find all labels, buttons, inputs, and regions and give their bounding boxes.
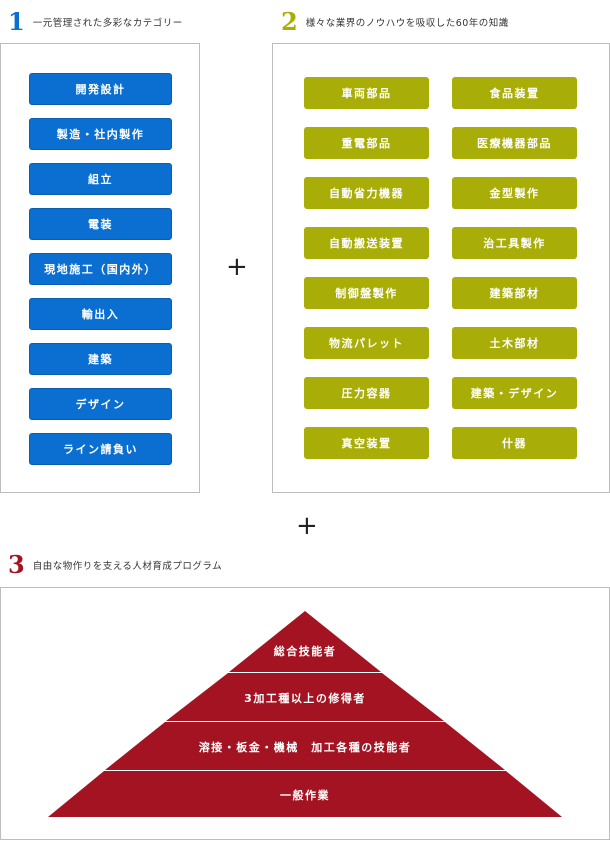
section-3-title: 自由な物作りを支える人材育成プログラム xyxy=(32,561,223,572)
section-2-panel: 車両部品 重電部品 自動省力機器 自動搬送装置 制御盤製作 物流パレット 圧力容… xyxy=(272,43,610,493)
section-1-header: 1 一元管理された多彩なカテゴリー xyxy=(8,10,183,34)
section-2-header: 2 様々な業界のノウハウを吸収した60年の知識 xyxy=(281,10,509,34)
category-button[interactable]: 電装 xyxy=(29,208,172,240)
plus-sign-2: + xyxy=(296,511,318,541)
industry-button[interactable]: 真空装置 xyxy=(304,427,429,459)
section-1-panel: 開発設計 製造・社内製作 組立 電装 現地施工（国内外） 輸出入 建築 デザイン… xyxy=(0,43,200,493)
pyramid-label-base: 一般作業 xyxy=(280,789,330,802)
category-button[interactable]: 製造・社内製作 xyxy=(29,118,172,150)
category-button[interactable]: デザイン xyxy=(29,388,172,420)
section-3-header: 3 自由な物作りを支える人材育成プログラム xyxy=(8,553,222,577)
category-button[interactable]: ライン請負い xyxy=(29,433,172,465)
section-1-title: 一元管理された多彩なカテゴリー xyxy=(32,18,183,29)
category-button[interactable]: 建築 xyxy=(29,343,172,375)
industry-button[interactable]: 制御盤製作 xyxy=(304,277,429,309)
category-button[interactable]: 現地施工（国内外） xyxy=(29,253,172,285)
industry-button[interactable]: 治工具製作 xyxy=(452,227,577,259)
pyramid-label-3: 溶接・板金・機械 加工各種の技能者 xyxy=(198,741,412,754)
pyramid-label-top: 総合技能者 xyxy=(273,645,337,658)
industry-button[interactable]: 医療機器部品 xyxy=(452,127,577,159)
industry-button[interactable]: 建築・デザイン xyxy=(452,377,577,409)
section-1-number: 1 xyxy=(8,7,25,36)
category-button[interactable]: 開発設計 xyxy=(29,73,172,105)
pyramid-label-2: 3加工種以上の修得者 xyxy=(244,692,366,705)
industry-button[interactable]: 自動搬送装置 xyxy=(304,227,429,259)
industry-button[interactable]: 土木部材 xyxy=(452,327,577,359)
industry-button[interactable]: 車両部品 xyxy=(304,77,429,109)
category-button[interactable]: 組立 xyxy=(29,163,172,195)
industry-button[interactable]: 重電部品 xyxy=(304,127,429,159)
industry-button[interactable]: 圧力容器 xyxy=(304,377,429,409)
industry-button[interactable]: 食品装置 xyxy=(452,77,577,109)
section-2-number: 2 xyxy=(281,7,298,36)
category-button[interactable]: 輸出入 xyxy=(29,298,172,330)
industry-button[interactable]: 什器 xyxy=(452,427,577,459)
section-3-number: 3 xyxy=(8,550,25,579)
plus-sign-1: + xyxy=(226,252,248,282)
industry-button[interactable]: 物流パレット xyxy=(304,327,429,359)
section-2-title: 様々な業界のノウハウを吸収した60年の知識 xyxy=(305,18,509,29)
industry-button[interactable]: 自動省力機器 xyxy=(304,177,429,209)
industry-button[interactable]: 金型製作 xyxy=(452,177,577,209)
industry-button[interactable]: 建築部材 xyxy=(452,277,577,309)
